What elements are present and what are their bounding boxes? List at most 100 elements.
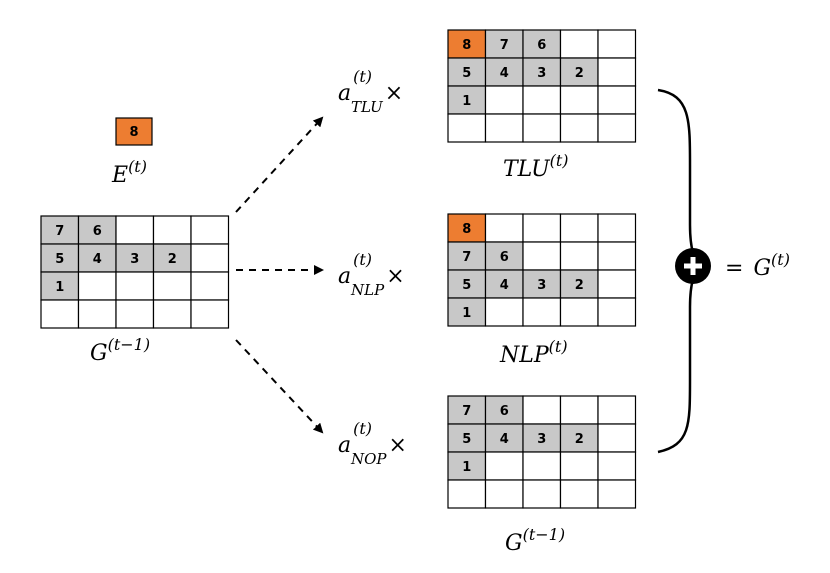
grid-cell-value: 2 (575, 278, 584, 293)
grid-cell (152, 299, 192, 329)
plus-circle-icon (675, 248, 711, 284)
grid-cell (559, 479, 599, 509)
grid-cell-value: 2 (575, 66, 584, 81)
grid-cell (559, 297, 599, 327)
grid-cell (522, 85, 562, 115)
grid-cell (522, 213, 562, 243)
nlp-title-sup: (t) (549, 337, 568, 356)
grid-cell (597, 85, 637, 115)
grid-cell (115, 215, 155, 245)
coef-nlp-sub: NLP (350, 281, 385, 299)
grid-cell (522, 113, 562, 143)
grid-cell (522, 29, 562, 59)
new-item-label-sup: (t) (128, 157, 147, 176)
grid-cell-value: 3 (537, 432, 546, 447)
grid-cell-value: 4 (93, 252, 102, 267)
grid-cell (447, 29, 487, 59)
result-equals: = (725, 256, 743, 281)
grid-cell (484, 213, 524, 243)
coef-nlp-sup: (t) (353, 250, 372, 269)
grid-cell (597, 423, 637, 453)
grid-cell (559, 113, 599, 143)
grid-cell (115, 243, 155, 273)
grid-cell-value: 6 (93, 224, 102, 239)
grid-cell (597, 241, 637, 271)
coef-nop-sup: (t) (353, 419, 372, 438)
grid-cell (484, 297, 524, 327)
grid-cell (190, 215, 230, 245)
grid-cell-value: 1 (462, 460, 471, 475)
input-grid-label: G(t−1) (90, 335, 150, 366)
grid-cell (597, 29, 637, 59)
grid-cell (77, 271, 117, 301)
grid-cell-value: 8 (462, 222, 471, 237)
grid-cell (115, 271, 155, 301)
coef-tlu-sup: (t) (353, 67, 372, 86)
grid-cell (559, 395, 599, 425)
new-item-cell (115, 117, 153, 146)
grid-cell-value: 3 (130, 252, 139, 267)
grid-cell (40, 271, 80, 301)
grid-cell (484, 29, 524, 59)
grid-cell (559, 423, 599, 453)
grid-cell-value: 6 (500, 250, 509, 265)
grid-cell (559, 241, 599, 271)
grid-cell-value: 1 (55, 280, 64, 295)
grid-cell-value: 2 (575, 432, 584, 447)
grid-cell (190, 271, 230, 301)
grid-cell (597, 297, 637, 327)
grid-cell-value: 1 (462, 94, 471, 109)
grid-cell-value: 8 (462, 38, 471, 53)
grid-cell-value: 5 (462, 278, 471, 293)
nop-title-main: G (505, 531, 523, 556)
grid-cell (484, 241, 524, 271)
grid-cell-value: 7 (462, 250, 471, 265)
grid-cell (522, 297, 562, 327)
grid-cell (190, 243, 230, 273)
nop-title-sup: (t−1) (523, 525, 566, 544)
grid-cell-value: 5 (55, 252, 64, 267)
nlp-title: NLP(t) (499, 337, 568, 368)
input-grid-label-main: G (90, 341, 108, 366)
coef-tlu: a(t)TLU× (338, 67, 403, 116)
grid-cell-value: 7 (462, 404, 471, 419)
new-item-group: 8 E(t) (111, 117, 153, 188)
grid-cell (484, 479, 524, 509)
grid-cell (597, 479, 637, 509)
coef-nlp-times: × (386, 264, 404, 289)
tlu-title-sup: (t) (550, 151, 569, 170)
grid-cell (484, 113, 524, 143)
grid-cell (484, 423, 524, 453)
coef-tlu-times: × (385, 81, 403, 106)
grid-cell (152, 271, 192, 301)
grid-cell-value: 5 (462, 432, 471, 447)
new-item-value: 8 (129, 125, 138, 140)
grid-cell (484, 395, 524, 425)
grid-cell-value: 7 (500, 38, 509, 53)
grid-cell (522, 395, 562, 425)
tlu-title-main: TLU (503, 157, 551, 182)
grid-cell-value: 6 (537, 38, 546, 53)
grid-cell-value: 7 (55, 224, 64, 239)
grid-cell (522, 241, 562, 271)
grid-cell (597, 269, 637, 299)
grid-cell (447, 479, 487, 509)
grid-cell (522, 479, 562, 509)
grid-cell (40, 299, 80, 329)
grid-cell (484, 85, 524, 115)
grid-cell (484, 451, 524, 481)
nlp-title-main: NLP (499, 343, 550, 368)
result-label-main: G (753, 256, 771, 281)
grid-cell (522, 423, 562, 453)
grid-cell (447, 241, 487, 271)
grid-cell (522, 57, 562, 87)
grid-cell (559, 85, 599, 115)
coef-nop-sub: NOP (350, 450, 387, 468)
grid-cell (447, 297, 487, 327)
coef-tlu-main: a (338, 81, 351, 106)
grid-cell-value: 4 (500, 66, 509, 81)
grid-cell-value: 3 (537, 66, 546, 81)
